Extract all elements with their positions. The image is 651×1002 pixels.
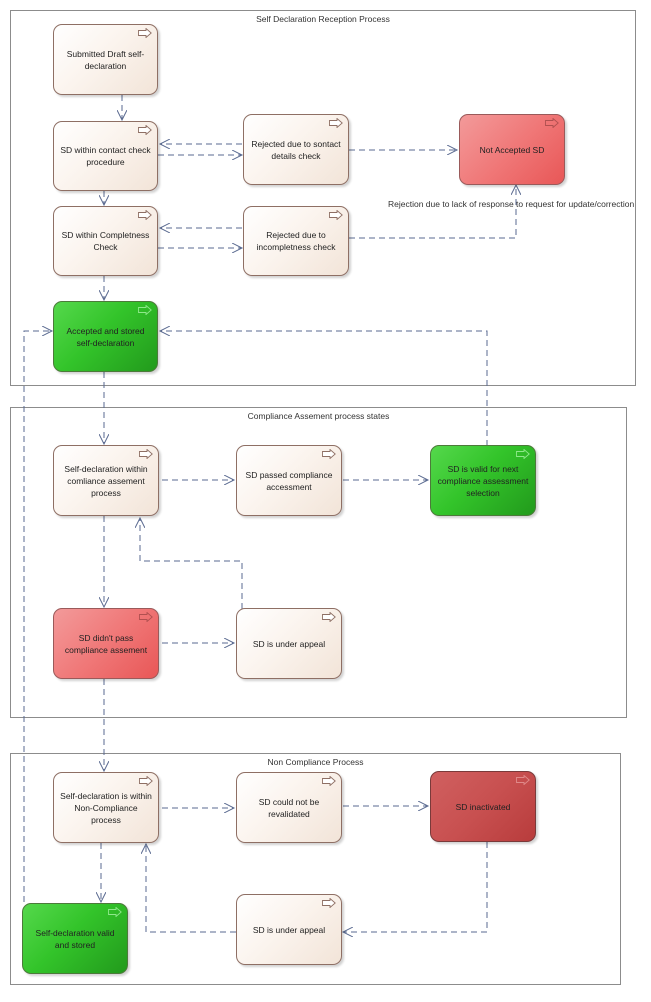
edge-valid-next-to-accepted [160, 331, 488, 446]
state-label: SD inactivated [455, 801, 511, 812]
state-valid-stored[interactable]: Self-declaration valid and stored [22, 903, 128, 974]
compliance-process-frame: Compliance Assement process states [10, 407, 627, 718]
state-icon [329, 210, 343, 220]
state-completeness-check[interactable]: SD within Completness Check [53, 206, 158, 276]
state-icon [322, 898, 336, 908]
state-label: Submitted Draft self-declaration [66, 48, 145, 71]
state-label: SD is under appeal [252, 924, 326, 935]
edge-appeal-2-to-noncompliance [146, 844, 236, 933]
state-not-accepted[interactable]: Not Accepted SD [459, 114, 565, 185]
state-rejected-contact[interactable]: Rejected due to sontact details check [243, 114, 349, 185]
state-not-revalidated[interactable]: SD could not be revalidated [236, 772, 342, 843]
state-icon [329, 118, 343, 128]
state-icon [545, 118, 559, 128]
state-label: Self-declaration within comliance asseme… [64, 463, 148, 498]
state-label: Self-declaration is within Non-Complianc… [60, 790, 152, 825]
state-under-appeal-1[interactable]: SD is under appeal [236, 608, 342, 679]
state-icon [139, 612, 153, 622]
compliance-process-title: Compliance Assement process states [247, 411, 390, 421]
state-label: SD passed compliance accessment [245, 469, 333, 492]
state-in-compliance-assessment[interactable]: Self-declaration within comliance asseme… [53, 445, 159, 516]
state-under-appeal-2[interactable]: SD is under appeal [236, 894, 342, 965]
state-label: Self-declaration valid and stored [35, 927, 115, 950]
state-rejected-incompleteness[interactable]: Rejected due to incompletness check [243, 206, 349, 276]
noncompliance-process-frame: Non Compliance Process [10, 753, 621, 985]
state-label: Rejected due to sontact details check [251, 138, 341, 161]
state-label: SD could not be revalidated [258, 796, 320, 819]
state-icon [138, 28, 152, 38]
state-icon [322, 612, 336, 622]
edge-rejected-incompleteness-to-not-accepted [349, 185, 516, 239]
edge-inactivated-to-appeal-2 [343, 842, 488, 932]
state-icon [516, 449, 530, 459]
state-label: SD is under appeal [252, 638, 326, 649]
state-icon [139, 449, 153, 459]
state-label: SD within contact check procedure [60, 145, 151, 167]
state-label: Not Accepted SD [479, 144, 545, 155]
state-contact-check[interactable]: SD within contact check procedure [53, 121, 158, 191]
edge-appeal-1-to-compliance [140, 518, 243, 609]
state-label: SD didn't pass compliance assement [64, 632, 148, 655]
state-in-noncompliance[interactable]: Self-declaration is within Non-Complianc… [53, 772, 159, 843]
state-label: Rejected due to incompletness check [256, 230, 336, 252]
reception-process-frame: Self Declaration Reception Process [10, 10, 636, 386]
state-label: SD within Completness Check [61, 230, 150, 252]
state-icon [108, 907, 122, 917]
state-icon [516, 775, 530, 785]
state-passed-compliance[interactable]: SD passed compliance accessment [236, 445, 342, 516]
noncompliance-process-title: Non Compliance Process [267, 757, 364, 767]
rejection-no-response-label: Rejection due to lack of response to req… [388, 199, 635, 209]
state-icon [138, 125, 152, 135]
state-icon [322, 776, 336, 786]
reception-process-title: Self Declaration Reception Process [256, 14, 390, 24]
state-icon [322, 449, 336, 459]
state-label: Accepted and stored self-declaration [66, 325, 145, 348]
state-icon [138, 210, 152, 220]
state-failed-compliance[interactable]: SD didn't pass compliance assement [53, 608, 159, 679]
state-icon [139, 776, 153, 786]
state-valid-next-selection[interactable]: SD is valid for next compliance assessme… [430, 445, 536, 516]
state-accepted-stored[interactable]: Accepted and stored self-declaration [53, 301, 158, 372]
state-icon [138, 305, 152, 315]
state-submitted-draft[interactable]: Submitted Draft self-declaration [53, 24, 158, 95]
edge-valid-stored-to-accepted [23, 331, 52, 902]
state-label: SD is valid for next compliance assessme… [437, 463, 529, 498]
state-inactivated[interactable]: SD inactivated [430, 771, 536, 842]
